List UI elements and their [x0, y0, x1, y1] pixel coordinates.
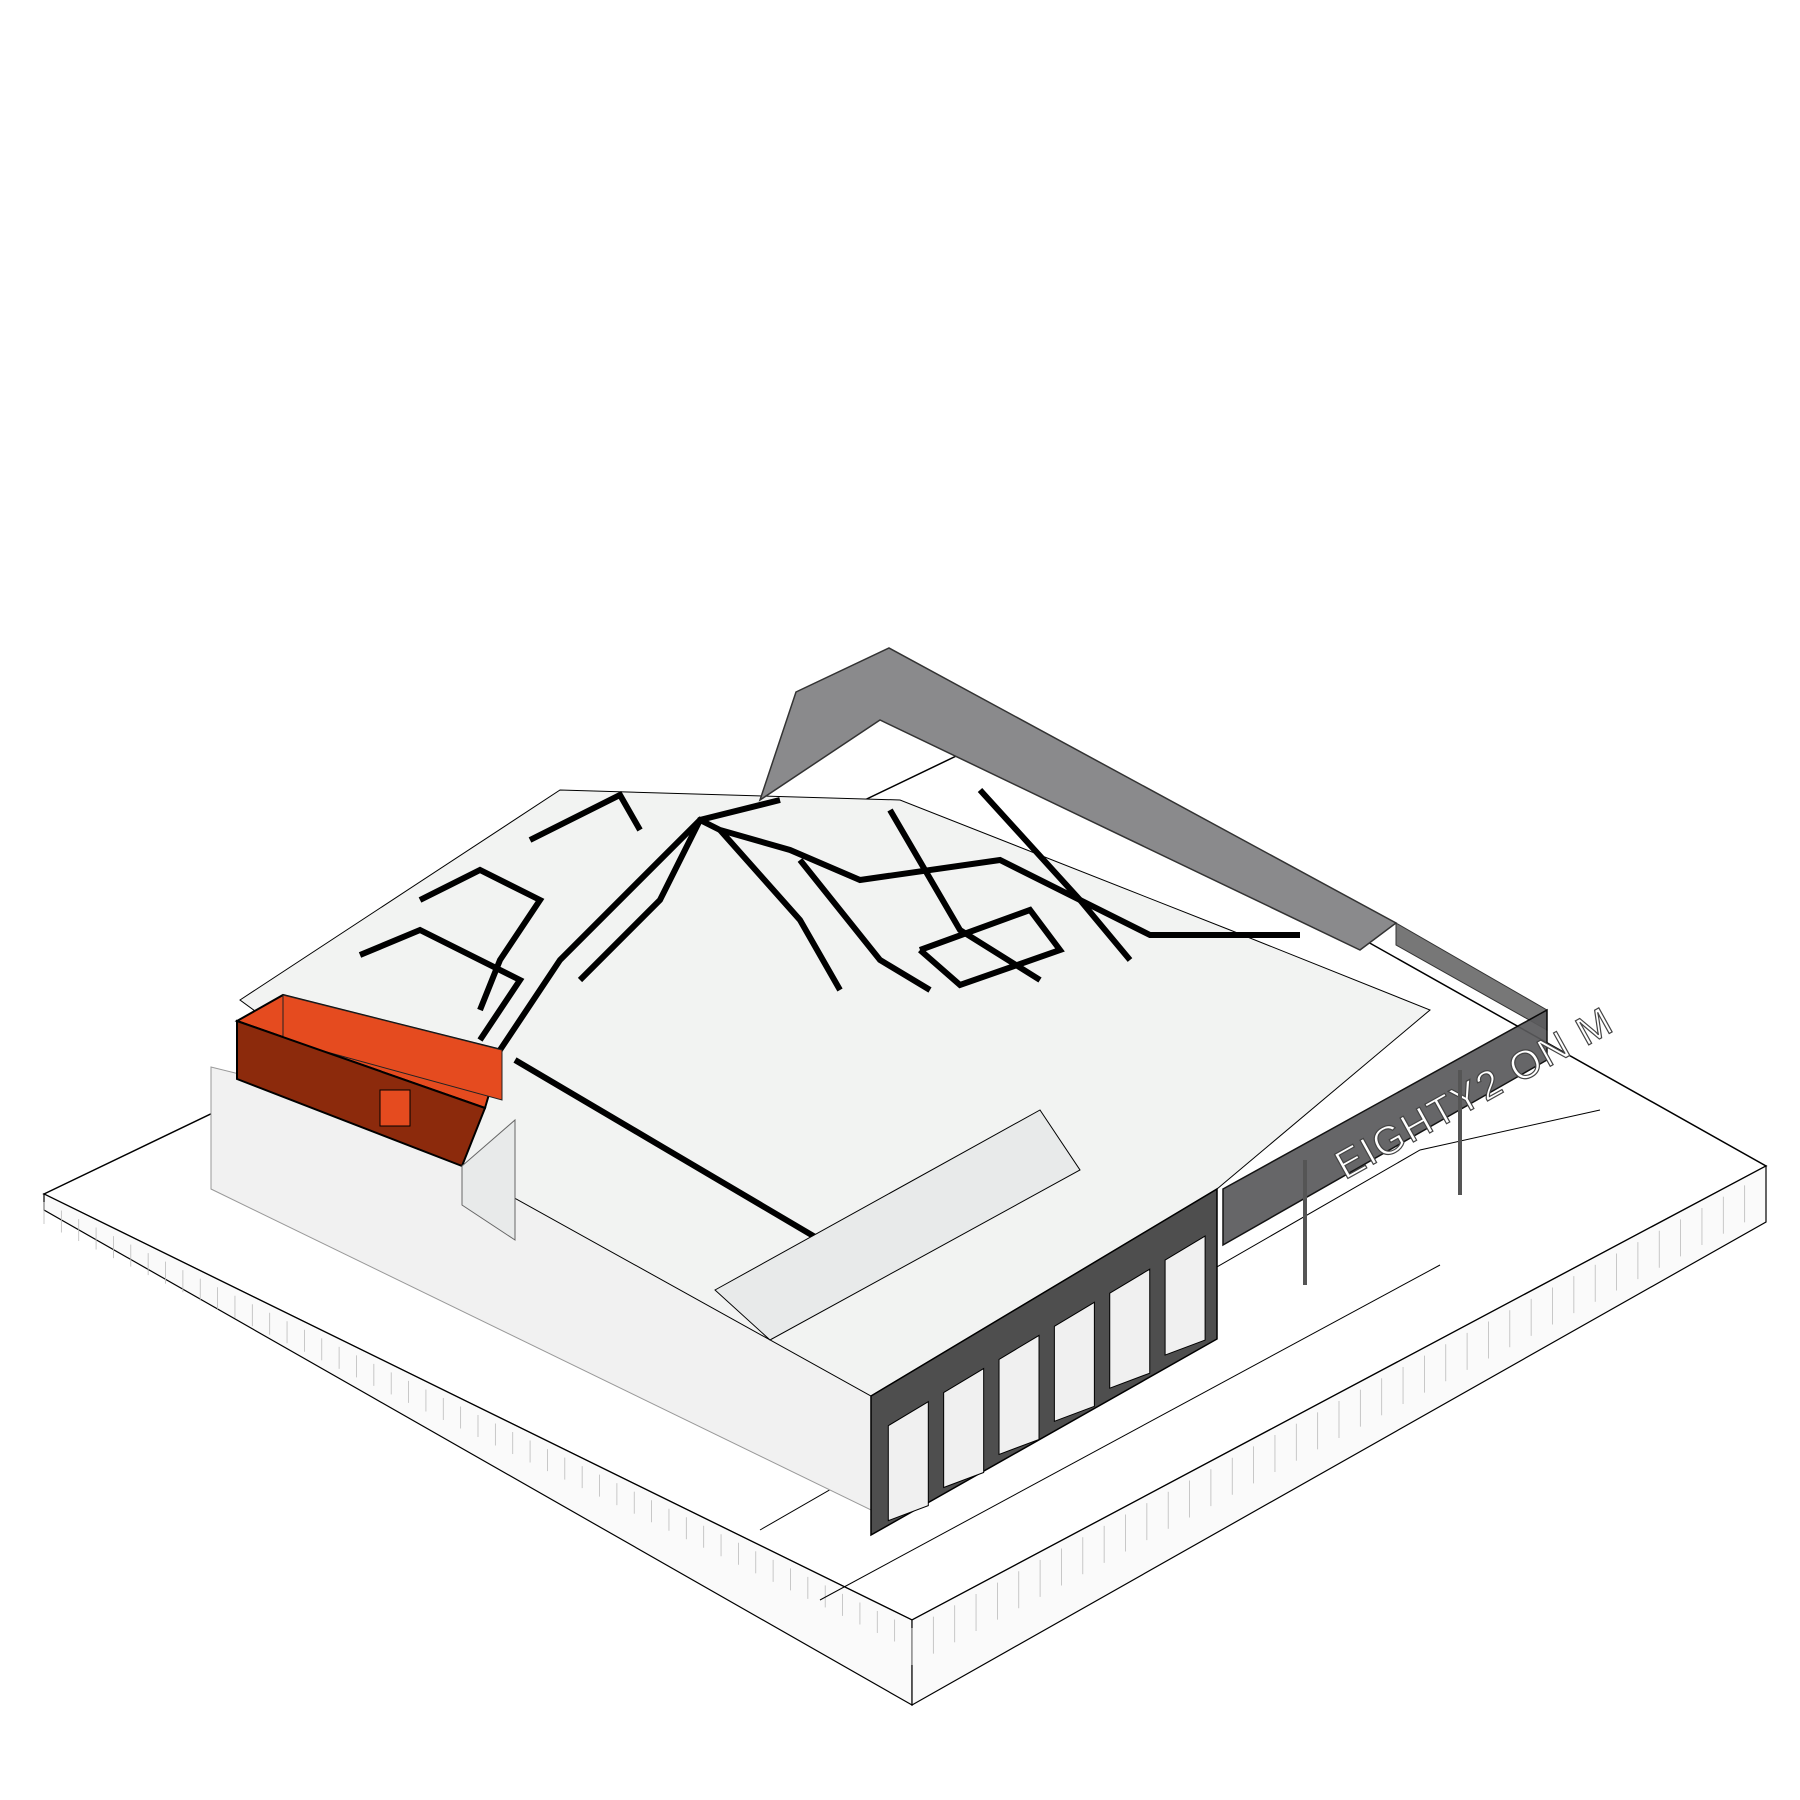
glazed-corner: [461, 1118, 516, 1241]
highlighted-tenancy: [234, 993, 504, 1168]
tenancy-back-wall: [282, 994, 503, 1101]
ground-floor-plate: [239, 789, 1431, 1397]
shopfront-opening: [943, 1367, 985, 1489]
shopfront-opening: [1164, 1235, 1206, 1356]
kerb-line: [819, 1264, 1441, 1601]
courtyard-screen: [714, 1109, 1081, 1341]
shopfront-opening: [1109, 1268, 1151, 1389]
interior-walls: [358, 787, 1300, 1273]
shopfront-opening: [887, 1400, 929, 1522]
tenancy-window: [379, 1089, 411, 1127]
shopfront-openings: [887, 1235, 1206, 1522]
shopfront-opening: [998, 1334, 1040, 1456]
shopfront-opening: [1053, 1301, 1095, 1423]
